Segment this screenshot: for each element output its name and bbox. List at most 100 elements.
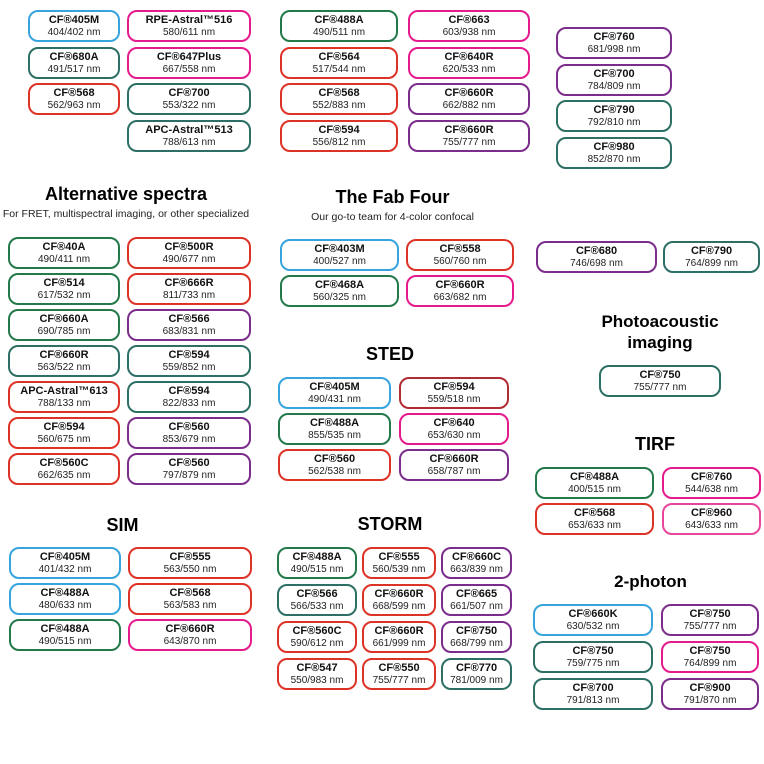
dye-ex-em-range: 559/518 nm xyxy=(427,394,481,405)
dye-name: CF®405M xyxy=(309,381,360,393)
dye-ex-em-range: 746/698 nm xyxy=(570,258,623,269)
dye-ex-em-range: 400/527 nm xyxy=(313,256,366,267)
dye-name: CF®555 xyxy=(378,551,420,563)
dye-name: CF®568 xyxy=(53,87,95,99)
dye-ex-em-range: 590/612 nm xyxy=(290,638,344,649)
dye-ex-em-range: 759/775 nm xyxy=(566,658,620,669)
dye-ex-em-range: 563/583 nm xyxy=(163,600,217,611)
dye-name: CF®660R xyxy=(444,87,494,99)
dye-name: CF®560 xyxy=(313,453,356,465)
dye-name: CF®594 xyxy=(43,421,85,433)
dye-name: CF®760 xyxy=(593,31,635,43)
dye-ex-em-range: 553/322 nm xyxy=(162,100,216,111)
dye-name: CF®488A xyxy=(292,551,342,563)
dye-name: CF®700 xyxy=(593,67,635,80)
dye-name: CF®594 xyxy=(168,385,210,397)
dye-name: CF®660A xyxy=(39,313,89,325)
dye-name: CF®790 xyxy=(690,245,733,257)
dye-name: CF®640 xyxy=(433,417,475,429)
dye-ex-em-range: 792/810 nm xyxy=(587,117,641,128)
dye-ex-em-range: 562/538 nm xyxy=(308,466,361,477)
dye-ex-em-range: 560/760 nm xyxy=(433,256,487,267)
dye-name: CF®790 xyxy=(593,104,635,116)
dye-ex-em-range: 566/533 nm xyxy=(290,601,344,612)
dye-name: CF®555 xyxy=(169,551,211,563)
dye-ex-em-range: 643/633 nm xyxy=(685,520,738,531)
dye-name: CF®750 xyxy=(639,369,681,381)
dye-ex-em-range: 544/638 nm xyxy=(685,484,738,495)
dye-ex-em-range: 681/998 nm xyxy=(587,44,641,55)
section-title-sted: STED xyxy=(365,344,414,364)
dye-name: CF®594 xyxy=(318,123,360,136)
dye-name: CF®660R xyxy=(429,453,479,465)
dye-ex-em-range: 755/777 nm xyxy=(372,675,426,686)
dye-ex-em-range: 620/533 nm xyxy=(442,63,496,75)
dye-ex-em-range: 491/517 nm xyxy=(47,63,101,75)
dye-ex-em-range: 490/677 nm xyxy=(162,254,216,265)
dye-ex-em-range: 658/787 nm xyxy=(427,466,481,477)
dye-name: CF®660R xyxy=(435,279,485,291)
section-title-two-photon: 2-photon xyxy=(614,572,687,591)
dye-ex-em-range: 662/635 nm xyxy=(37,470,91,481)
dye-ex-em-range: 490/515 nm xyxy=(38,636,92,647)
dye-ex-em-range: 853/679 nm xyxy=(162,434,216,445)
dye-name: APC-Astral™513 xyxy=(145,123,233,136)
dye-ex-em-range: 791/870 nm xyxy=(683,695,737,706)
dye-ex-em-range: 811/733 nm xyxy=(162,290,216,301)
dye-name: CF®750 xyxy=(689,645,731,657)
dye-ex-em-range: 668/799 nm xyxy=(450,638,503,649)
dye-name: CF®560 xyxy=(168,457,210,469)
dye-ex-em-range: 517/544 nm xyxy=(312,63,366,75)
dye-ex-em-range: 490/431 nm xyxy=(308,394,361,405)
dye-ex-em-range: 791/813 nm xyxy=(566,695,620,706)
dye-ex-em-range: 560/539 nm xyxy=(372,564,426,575)
dye-ex-em-range: 550/983 nm xyxy=(290,675,344,686)
section-title-storm: STORM xyxy=(357,514,423,534)
dye-name: CF®500R xyxy=(164,241,214,253)
dye-name: CF®488A xyxy=(309,417,360,429)
dye-name: CF®566 xyxy=(168,313,210,325)
dye-ex-em-range: 630/532 nm xyxy=(566,621,620,632)
dye-ex-em-range: 662/882 nm xyxy=(442,100,496,111)
